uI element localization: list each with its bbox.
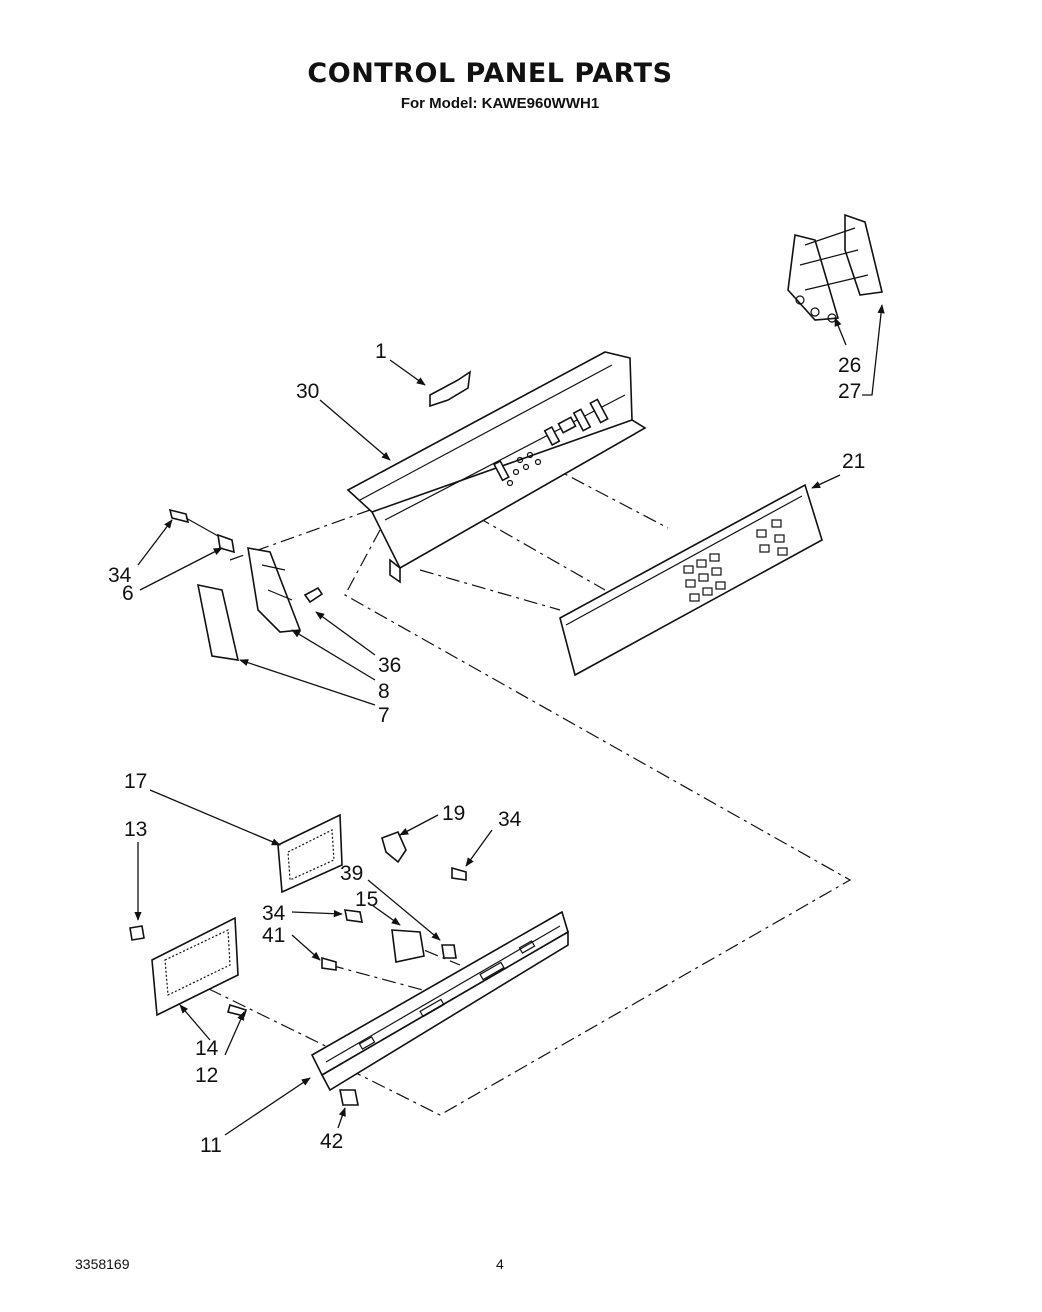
callout-26: 26 [838, 354, 861, 377]
leader-lines [134, 304, 885, 1136]
part-26-27-end-bracket [787, 213, 883, 323]
part-36-screw [303, 586, 324, 604]
part-7-end-cap [196, 583, 240, 661]
page-number: 4 [496, 1256, 504, 1272]
callout-17: 17 [124, 770, 147, 793]
callout-27: 27 [838, 380, 861, 403]
callout-7: 7 [378, 704, 390, 727]
part-19-switch [381, 830, 407, 864]
callout-41: 41 [262, 924, 285, 947]
callout-39: 39 [340, 862, 363, 885]
page-title: CONTROL PANEL PARTS [307, 58, 673, 89]
model-subtitle: For Model: KAWE960WWH1 [400, 95, 600, 112]
callout-36: 36 [378, 654, 401, 677]
callout-12: 12 [195, 1064, 218, 1087]
callout-11: 11 [200, 1134, 222, 1157]
callout-14: 14 [195, 1037, 219, 1060]
callout-34-lower: 34 [262, 902, 286, 925]
part-8-left-end-bracket [247, 547, 302, 633]
callout-13: 13 [124, 818, 147, 841]
callout-15: 15 [355, 888, 378, 911]
callout-19: 19 [442, 802, 465, 825]
callout-6: 6 [122, 582, 134, 605]
lower-screws-and-switch [321, 866, 467, 971]
callout-8: 8 [378, 680, 390, 703]
callout-labels: 1 30 26 27 21 34 6 36 8 7 17 19 34 13 39… [108, 340, 865, 1157]
callout-34-right: 34 [498, 808, 522, 831]
part-30-control-panel-frame [346, 351, 647, 584]
callout-34-upper: 34 [108, 564, 132, 587]
overlay-button-grid [683, 519, 788, 602]
part-1-clip [429, 370, 472, 408]
callout-21: 21 [842, 450, 865, 473]
part-13-14-board [129, 916, 239, 1017]
part-42-clip [339, 1089, 359, 1106]
part-11-lower-rail [310, 910, 569, 1092]
part-21-panel-overlay [559, 483, 823, 677]
part-17-circuit-board [277, 813, 343, 894]
callout-1: 1 [375, 340, 387, 363]
part-34-6-screw-clip [168, 508, 235, 554]
document-number: 3358169 [75, 1256, 130, 1272]
callout-30: 30 [296, 380, 319, 403]
callout-42: 42 [320, 1130, 343, 1153]
